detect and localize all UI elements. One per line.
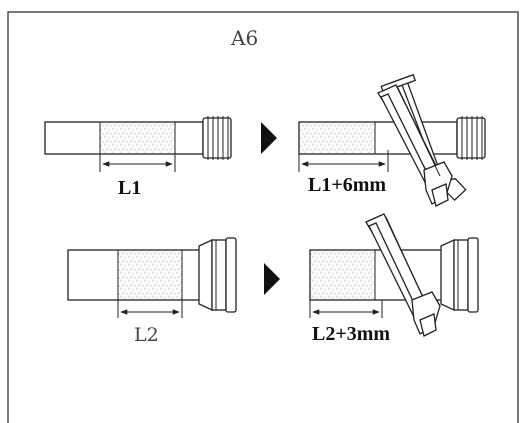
figure-title: A6 (230, 26, 258, 50)
adhesive-zone (118, 251, 182, 299)
adhesive-zone (100, 123, 175, 153)
bottom-left-pipe (67, 237, 237, 318)
hacksaw-frame-bottom (365, 213, 441, 337)
adhesive-zone (311, 251, 375, 299)
right-triangle-arrow-bottom (264, 263, 280, 295)
label-l1: L1 (118, 177, 141, 199)
socket-end (198, 237, 237, 313)
panel-frame (7, 11, 519, 423)
adhesive-zone (300, 123, 375, 153)
hacksaw-frame-top (377, 84, 453, 207)
socket-end (440, 237, 479, 313)
right-triangle-arrow-top (261, 122, 277, 154)
thread-end (456, 116, 486, 160)
thread-end (202, 116, 232, 160)
bottom-right-pipe (309, 237, 479, 318)
top-left-pipe (44, 116, 232, 172)
label-l1-plus-6mm: L1+6mm (308, 174, 386, 196)
label-l2-plus-3mm: L2+3mm (312, 323, 390, 345)
label-l2: L2 (134, 324, 159, 346)
